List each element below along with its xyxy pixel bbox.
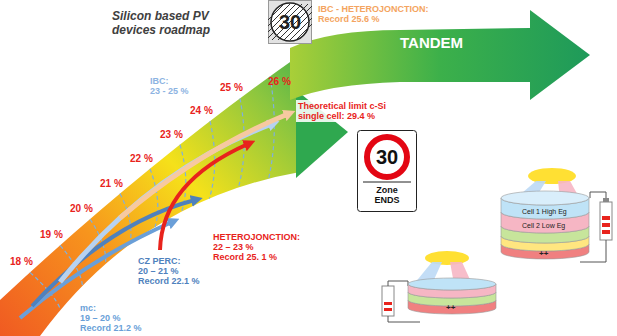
efficiency-arc (238, 98, 244, 187)
sign-number: 30 (357, 145, 417, 169)
cz-perc-arrow (32, 200, 195, 306)
arrow-label: TANDEM (400, 35, 463, 52)
efficiency-arc (209, 121, 214, 198)
battery-charge (602, 216, 610, 234)
tandem-cell-stack: Cell 1 High Eg Cell 2 Low Eg ++ (498, 188, 593, 266)
terminal-mark: ++ (539, 250, 548, 259)
sign-text: Zone ENDS (357, 185, 417, 205)
battery (382, 286, 394, 316)
efficiency-step: 24 % (190, 105, 213, 116)
terminal-mark: ++ (446, 304, 455, 313)
technology-annotation: IBC - HETEROJONCTION: Record 25.6 % (318, 4, 429, 24)
battery (600, 202, 612, 240)
efficiency-step: 22 % (130, 153, 153, 164)
cell-label: Cell 2 Low Eg (522, 222, 565, 230)
efficiency-step: 18 % (10, 256, 33, 267)
sign-number: 30 (268, 10, 312, 34)
diagram-title: Silicon based PV devices roadmap (112, 10, 210, 38)
end-of-limit-sign: 30 (268, 0, 312, 44)
cell-label: Cell 1 High Eg (522, 208, 567, 216)
efficiency-step: 25 % (220, 82, 243, 93)
wire (590, 192, 606, 198)
single-cell-stack-outline (405, 276, 500, 321)
efficiency-step: 26 % (268, 76, 291, 87)
technology-annotation: mc: 19 – 20 % Record 21.2 % (80, 303, 142, 333)
battery-charge (384, 302, 392, 311)
efficiency-step: 21 % (100, 178, 123, 189)
roadmap-band (0, 55, 300, 336)
single-cell-stack: ++ (405, 276, 500, 321)
battery-cap (603, 198, 609, 202)
efficiency-arc (150, 169, 158, 227)
wire (388, 281, 408, 286)
efficiency-step: 23 % (160, 129, 183, 140)
efficiency-step: 20 % (70, 203, 93, 214)
wire (388, 316, 420, 322)
technology-annotation: CZ PERC: 20 – 21 % Record 22.1 % (138, 256, 200, 286)
zone-ends-sign: 30Zone ENDS (357, 130, 417, 212)
limit-annotation: Theoretical limit c-Si single cell: 29.4… (296, 100, 388, 122)
technology-annotation: IBC: 23 - 25 % (150, 76, 189, 96)
technology-annotation: HETEROJONCTION: 22 – 23 % Record 25. 1 % (213, 232, 300, 262)
ibc-heterojunction-arrow (120, 114, 288, 218)
efficiency-step: 19 % (40, 229, 63, 240)
